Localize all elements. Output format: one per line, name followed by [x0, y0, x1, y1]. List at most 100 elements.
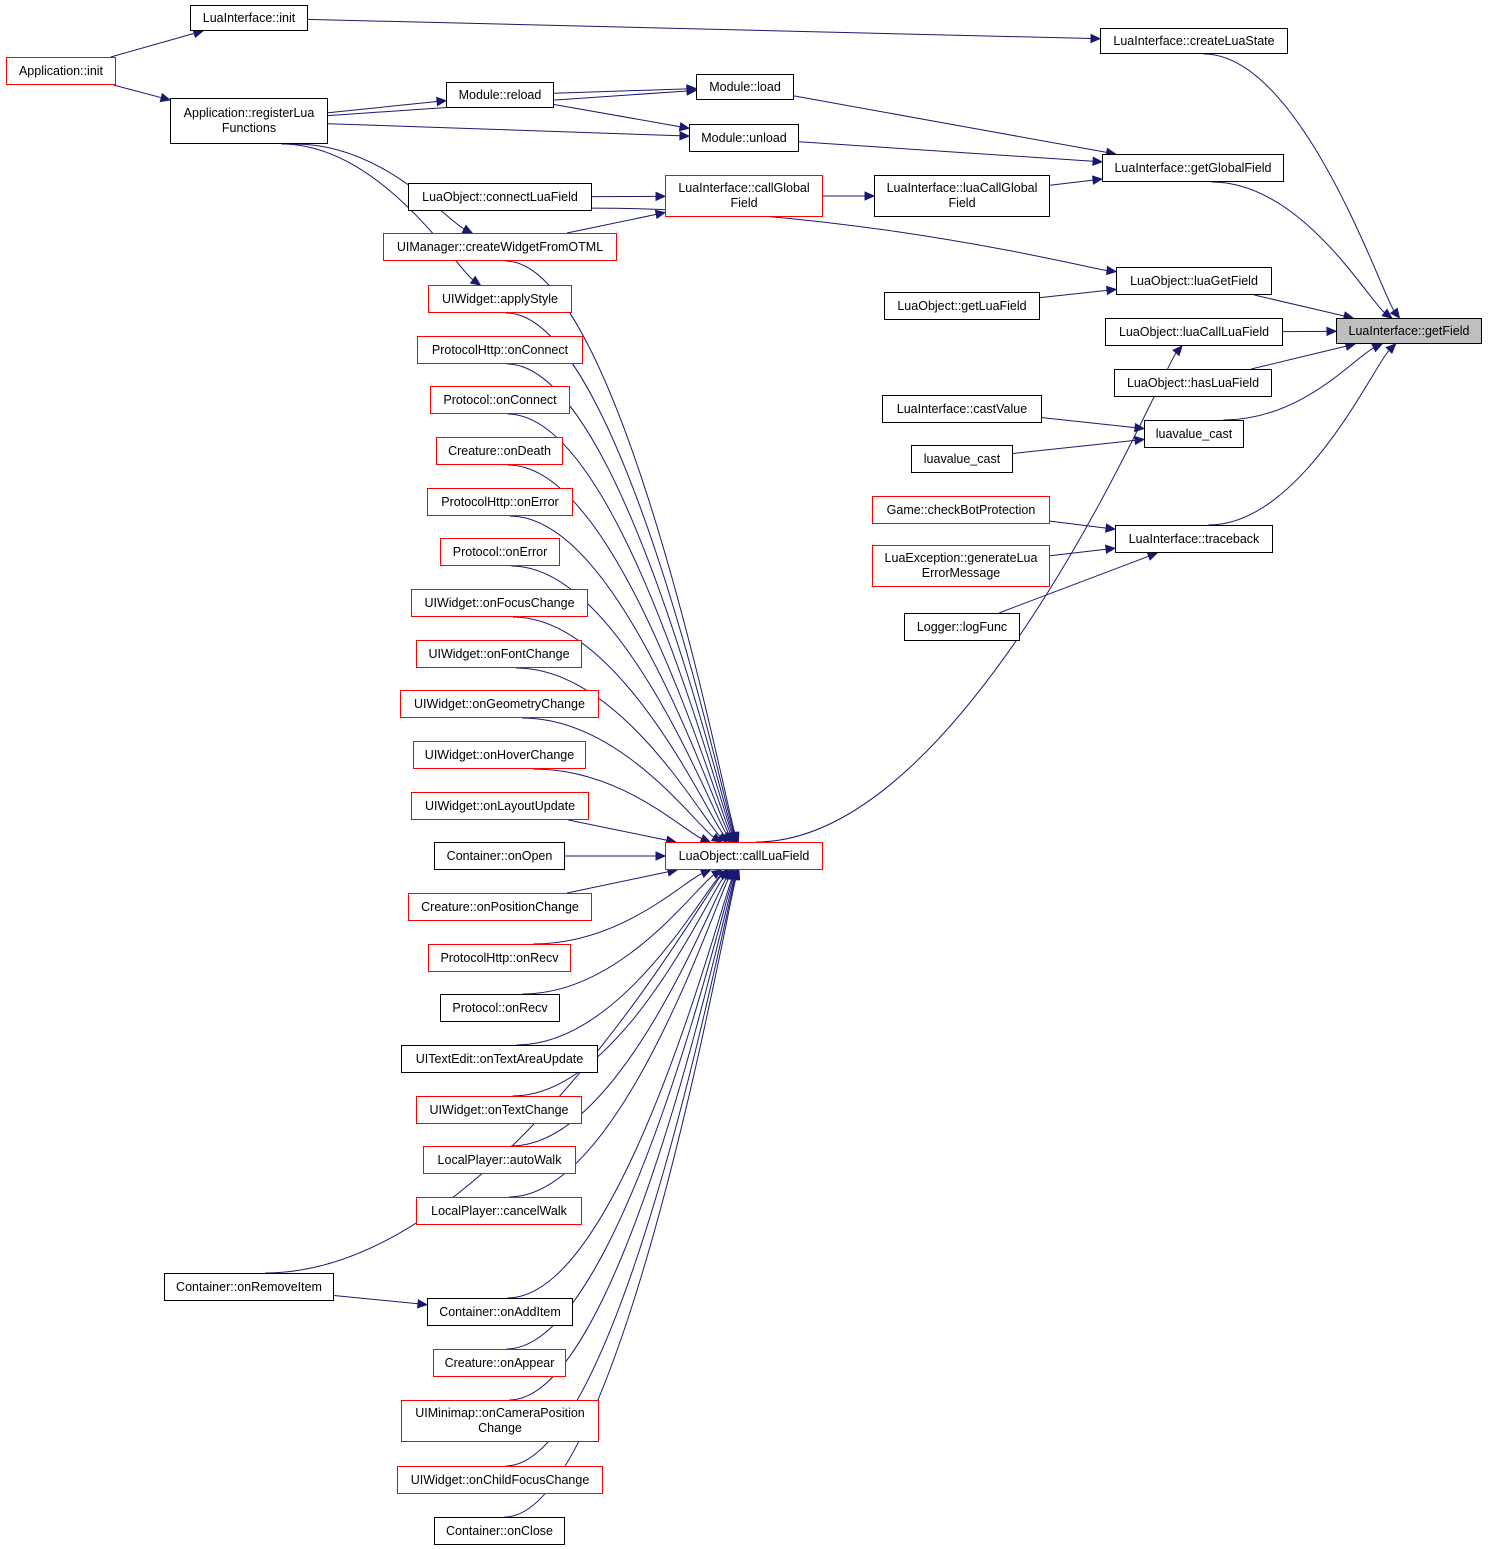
node-get-field[interactable]: LuaInterface::getField	[1336, 318, 1482, 344]
node-on-add-item[interactable]: Container::onAddItem	[427, 1298, 573, 1326]
edge-register-lua-to-module-unload	[327, 123, 681, 137]
node-has-lua-field[interactable]: LuaObject::hasLuaField	[1114, 369, 1272, 397]
arrowhead-on-remove-item-to-call-lua-field	[717, 869, 729, 880]
node-luavalue-cast[interactable]: luavalue_cast	[1144, 420, 1244, 448]
edge-on-geometry-change-to-call-lua-field	[521, 717, 715, 838]
node-lua-get-field[interactable]: LuaObject::luaGetField	[1116, 267, 1272, 295]
edge-get-lua-field-to-lua-get-field	[1039, 289, 1108, 299]
node-http-on-error[interactable]: ProtocolHttp::onError	[427, 488, 573, 516]
arrowhead-log-func-to-traceback	[1146, 551, 1159, 561]
node-on-child-focus-change[interactable]: UIWidget::onChildFocusChange	[397, 1466, 603, 1494]
arrowhead-container-on-close-to-call-lua-field	[731, 868, 741, 881]
edge-lua-get-field-to-get-field	[1254, 294, 1345, 317]
edge-lua-init-to-create-lua-state	[307, 18, 1092, 39]
node-register-lua[interactable]: Application::registerLua Functions	[170, 98, 328, 144]
arrowhead-container-on-open-to-call-lua-field	[655, 851, 667, 861]
node-create-lua-state[interactable]: LuaInterface::createLuaState	[1100, 28, 1288, 54]
node-container-on-open[interactable]: Container::onOpen	[434, 842, 565, 870]
node-lua-call-lua-field[interactable]: LuaObject::luaCallLuaField	[1105, 318, 1283, 346]
node-luavalue-cast2[interactable]: luavalue_cast	[911, 445, 1013, 473]
node-app-init[interactable]: Application::init	[6, 57, 116, 85]
arrowhead-call-global-field-to-lua-call-global-field	[864, 191, 876, 201]
edge-module-reload-to-module-load	[553, 88, 688, 94]
arrowhead-call-lua-field-to-lua-call-lua-field	[1172, 345, 1183, 357]
node-on-text-area-update[interactable]: UITextEdit::onTextAreaUpdate	[401, 1045, 598, 1073]
edge-luavalue-cast-to-get-field	[1223, 347, 1374, 421]
edge-module-unload-to-get-global-field	[798, 141, 1094, 162]
arrowhead-cast-value-to-luavalue-cast	[1134, 422, 1146, 433]
node-lua-call-global-field[interactable]: LuaInterface::luaCallGlobal Field	[874, 175, 1050, 217]
node-on-camera-position-change[interactable]: UIMinimap::onCameraPosition Change	[401, 1400, 599, 1442]
node-protocol-on-error[interactable]: Protocol::onError	[440, 538, 560, 566]
edge-on-position-change-to-call-lua-field	[566, 871, 669, 894]
edge-on-add-item-to-call-lua-field	[507, 877, 733, 1299]
edge-on-focus-change-to-call-lua-field	[512, 616, 725, 836]
edge-check-bot-protection-to-traceback	[1049, 520, 1107, 529]
node-check-bot-protection[interactable]: Game::checkBotProtection	[872, 496, 1050, 524]
node-module-reload[interactable]: Module::reload	[446, 82, 554, 108]
arrowhead-register-lua-to-module-unload	[679, 131, 691, 141]
arrowhead-module-unload-to-get-global-field	[1092, 156, 1104, 167]
edge-auto-walk-to-call-lua-field	[510, 876, 728, 1147]
node-on-font-change[interactable]: UIWidget::onFontChange	[416, 640, 582, 668]
node-http-on-connect[interactable]: ProtocolHttp::onConnect	[417, 336, 583, 364]
arrowhead-create-lua-state-to-get-field	[1389, 307, 1401, 319]
node-container-on-close[interactable]: Container::onClose	[434, 1517, 565, 1545]
node-http-on-recv[interactable]: ProtocolHttp::onRecv	[428, 944, 571, 972]
edge-on-layout-update-to-call-lua-field	[568, 819, 668, 841]
arrowhead-module-reload-to-module-load	[686, 84, 698, 94]
node-connect-lua-field[interactable]: LuaObject::connectLuaField	[408, 183, 592, 211]
node-on-appear[interactable]: Creature::onAppear	[433, 1349, 566, 1377]
node-call-lua-field[interactable]: LuaObject::callLuaField	[665, 842, 823, 870]
edge-cancel-walk-to-call-lua-field	[508, 877, 730, 1198]
node-protocol-on-recv[interactable]: Protocol::onRecv	[440, 994, 560, 1022]
edge-traceback-to-get-field	[1208, 349, 1390, 526]
edge-create-lua-state-to-get-field	[1203, 53, 1395, 312]
edge-on-text-area-update-to-call-lua-field	[516, 875, 721, 1046]
edge-on-remove-item-to-on-add-item	[333, 1295, 419, 1305]
arrowhead-get-global-field-to-get-field	[1381, 308, 1393, 319]
node-get-global-field[interactable]: LuaInterface::getGlobalField	[1102, 154, 1284, 182]
node-module-unload[interactable]: Module::unload	[689, 124, 799, 152]
node-on-text-change[interactable]: UIWidget::onTextChange	[416, 1096, 582, 1124]
node-call-global-field[interactable]: LuaInterface::callGlobal Field	[665, 175, 823, 217]
edge-call-lua-field-to-lua-call-lua-field	[755, 352, 1177, 843]
node-auto-walk[interactable]: LocalPlayer::autoWalk	[423, 1146, 576, 1174]
arrowhead-module-reload-to-module-unload	[678, 121, 691, 132]
arrowhead-on-geometry-change-to-call-lua-field	[710, 832, 723, 843]
edge-generate-lua-error-message-to-traceback	[1049, 548, 1107, 557]
node-apply-style[interactable]: UIWidget::applyStyle	[428, 285, 572, 313]
edge-on-font-change-to-call-lua-field	[515, 667, 721, 837]
edge-app-init-to-register-lua	[113, 84, 162, 99]
arrowhead-register-lua-to-create-widget-from-otml	[461, 224, 474, 234]
edge-create-widget-from-otml-to-call-global-field	[566, 213, 657, 234]
node-module-load[interactable]: Module::load	[696, 74, 794, 100]
edge-connect-lua-field-to-lua-get-field	[591, 207, 1108, 271]
node-on-geometry-change[interactable]: UIWidget::onGeometryChange	[400, 690, 599, 718]
node-on-layout-update[interactable]: UIWidget::onLayoutUpdate	[411, 792, 589, 820]
node-on-focus-change[interactable]: UIWidget::onFocusChange	[411, 589, 588, 617]
node-cast-value[interactable]: LuaInterface::castValue	[882, 395, 1042, 423]
arrowhead-check-bot-protection-to-traceback	[1105, 523, 1117, 533]
node-protocol-on-connect[interactable]: Protocol::onConnect	[430, 386, 570, 414]
node-get-lua-field[interactable]: LuaObject::getLuaField	[884, 292, 1040, 320]
node-create-widget-from-otml[interactable]: UIManager::createWidgetFromOTML	[383, 233, 617, 261]
node-on-hover-change[interactable]: UIWidget::onHoverChange	[413, 741, 586, 769]
arrowhead-register-lua-to-apply-style	[469, 275, 482, 286]
node-creature-on-death[interactable]: Creature::onDeath	[436, 437, 563, 465]
arrowhead-http-on-recv-to-call-lua-field	[699, 869, 712, 879]
node-cancel-walk[interactable]: LocalPlayer::cancelWalk	[416, 1197, 582, 1225]
edge-has-lua-field-to-get-field	[1251, 345, 1347, 370]
edge-creature-on-death-to-call-lua-field	[507, 464, 732, 835]
node-traceback[interactable]: LuaInterface::traceback	[1115, 525, 1273, 553]
node-generate-lua-error-message[interactable]: LuaException::generateLua ErrorMessage	[872, 545, 1050, 587]
node-log-func[interactable]: Logger::logFunc	[904, 613, 1020, 641]
node-on-position-change[interactable]: Creature::onPositionChange	[408, 893, 592, 921]
arrowhead-connect-lua-field-to-lua-get-field	[1106, 265, 1118, 276]
node-on-remove-item[interactable]: Container::onRemoveItem	[164, 1273, 334, 1301]
node-lua-init[interactable]: LuaInterface::init	[190, 5, 308, 31]
edge-on-text-change-to-call-lua-field	[512, 876, 725, 1097]
arrowhead-luavalue-cast2-to-luavalue-cast	[1134, 435, 1146, 446]
arrowhead-get-lua-field-to-lua-get-field	[1106, 285, 1118, 296]
